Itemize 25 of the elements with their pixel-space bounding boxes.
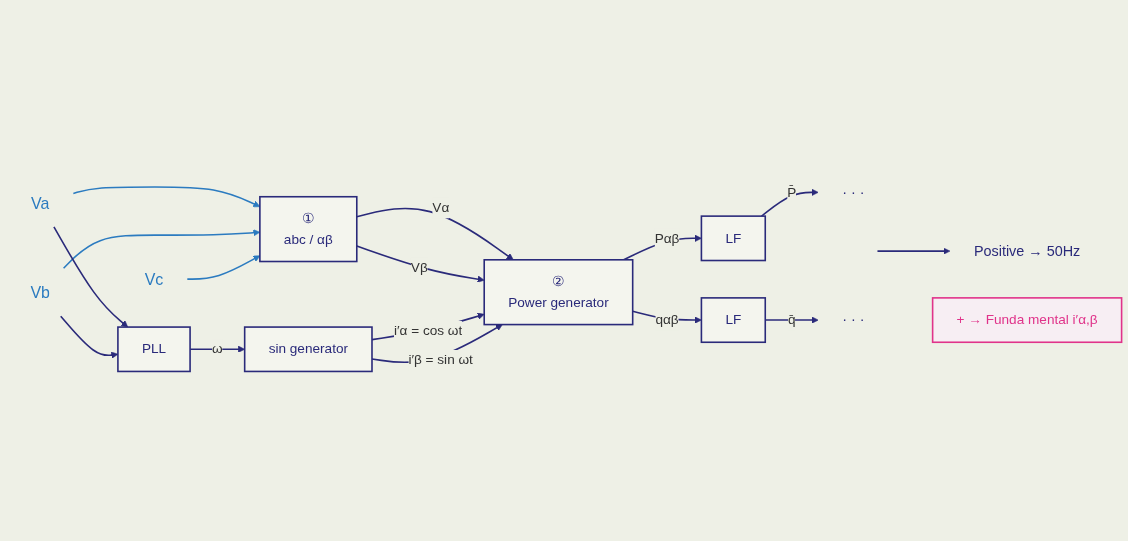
node-text: · · · (842, 311, 865, 328)
edge-label: q̄ (787, 312, 796, 328)
edge-label: qαβ (655, 312, 679, 328)
edge-label: ω (212, 341, 223, 357)
edge-label: Vα (432, 200, 450, 216)
node-box (700, 297, 767, 344)
node-box (243, 326, 373, 373)
node-text: · · · (842, 183, 865, 200)
node-text: Vb (30, 283, 50, 301)
node-text: Vc (144, 270, 164, 288)
arrow (53, 226, 129, 328)
node-text: Va (30, 194, 50, 212)
node-box (700, 215, 767, 262)
node-text: Positive → 50Hz (973, 242, 1081, 259)
node-box (931, 297, 1123, 344)
arrow (760, 188, 819, 217)
edge-label: i′β = sin ωt (408, 352, 473, 368)
edge-label: P̄ (787, 184, 797, 200)
node-box (117, 326, 191, 373)
arrow (876, 247, 951, 255)
node-box (483, 259, 634, 326)
edge-label: i′α = cos ωt (393, 323, 463, 339)
edge-label: Vβ (410, 260, 428, 276)
node-box (259, 195, 358, 263)
edge-label: Pαβ (654, 230, 680, 246)
